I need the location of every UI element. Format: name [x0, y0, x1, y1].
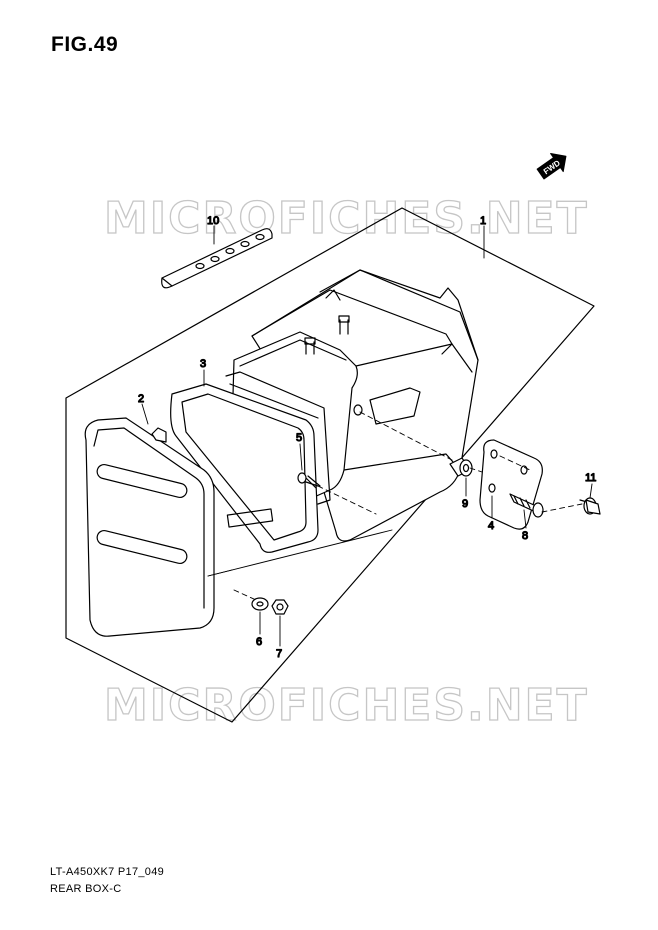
part-2-lens-cover	[84, 417, 215, 637]
diagram-code: LT-A450XK7 P17_049	[50, 866, 165, 878]
part-4-plate	[479, 439, 543, 530]
callout-7: 7	[276, 648, 282, 660]
callout-4: 4	[488, 520, 494, 532]
callout-5: 5	[296, 432, 302, 444]
watermark-bottom: MICROFICHES.NET	[103, 679, 589, 731]
part-11-flange-bolt	[579, 497, 601, 515]
part-10-bracket	[161, 228, 273, 289]
alignment-lines	[233, 411, 583, 601]
watermark-top: MICROFICHES.NET	[103, 192, 589, 244]
callout-2: 2	[138, 393, 144, 405]
part-9-grommet	[449, 457, 473, 477]
callout-1: 1	[480, 215, 486, 227]
part-3-gasket	[170, 371, 331, 553]
callout-6: 6	[256, 636, 262, 648]
callout-3: 3	[200, 358, 206, 370]
part-5-screw	[297, 472, 321, 489]
part-7-nut	[271, 599, 289, 615]
fwd-arrow-icon: FWD	[536, 153, 567, 180]
part-6-washer	[251, 597, 269, 611]
leader-lines	[141, 225, 593, 647]
callout-11: 11	[585, 472, 596, 484]
figure-title: FIG.49	[51, 33, 119, 56]
diagram-name: REAR BOX-C	[50, 883, 122, 895]
assembly-boundary	[65, 207, 595, 723]
callout-10: 10	[207, 215, 219, 227]
callout-9: 9	[462, 498, 468, 510]
callout-8: 8	[522, 530, 528, 542]
part-8-bolt	[509, 493, 544, 518]
